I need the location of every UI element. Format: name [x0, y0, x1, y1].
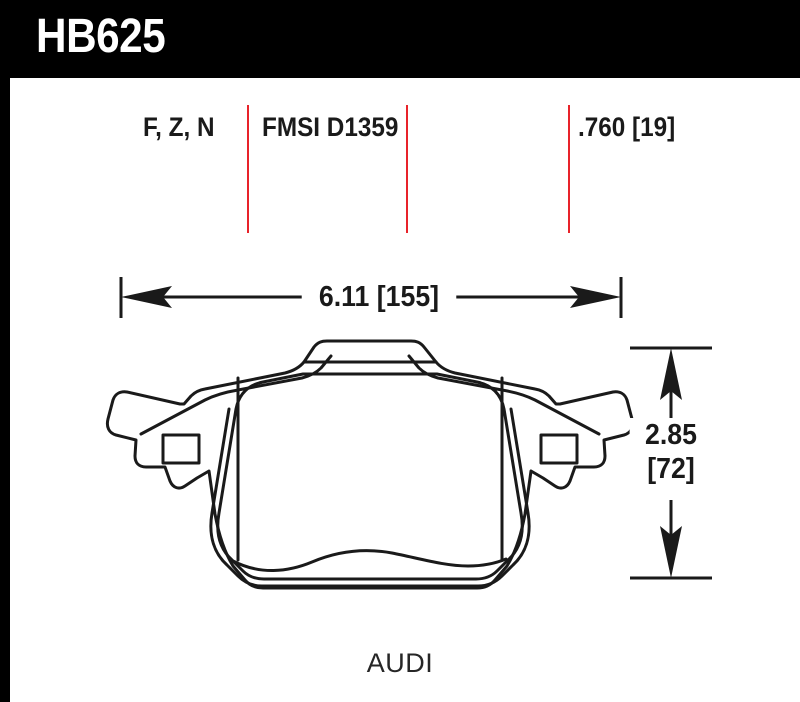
width-arrow-right-icon: [570, 286, 621, 308]
friction-edge-upper-right: [407, 354, 601, 436]
spec-divider-2: [406, 105, 408, 233]
notch-left: [161, 433, 201, 465]
compound-codes: F, Z, N: [143, 112, 215, 142]
fmsi-number: FMSI D1359: [262, 112, 399, 142]
vehicle-make-label: AUDI: [366, 648, 434, 678]
spec-divider-1: [247, 105, 249, 233]
height-dimension-label: 2.85 [72]: [629, 418, 713, 486]
height-dimension-inches: 2.85: [645, 419, 697, 451]
page-title: HB625: [36, 10, 166, 63]
thickness-value: .760 [19]: [578, 112, 676, 142]
header-bar: HB625: [0, 0, 800, 78]
left-edge-bar: [0, 78, 10, 702]
height-dimension-group: [630, 346, 712, 580]
friction-material-rim: [209, 407, 531, 588]
height-arrow-down-icon: [660, 526, 682, 578]
width-arrow-left-icon: [121, 286, 172, 308]
height-arrow-up-icon: [660, 348, 682, 400]
brake-pad-outline: [105, 339, 635, 590]
friction-edge-upper-left: [139, 354, 333, 436]
notch-right: [539, 433, 579, 465]
width-dimension-group: [119, 277, 623, 318]
height-dimension-millimeters: [72]: [647, 453, 695, 485]
friction-bottom-wave: [231, 549, 508, 572]
friction-material-outline: [216, 372, 524, 581]
spec-divider-3: [568, 105, 570, 233]
width-dimension-label: 6.11 [155]: [301, 281, 457, 314]
